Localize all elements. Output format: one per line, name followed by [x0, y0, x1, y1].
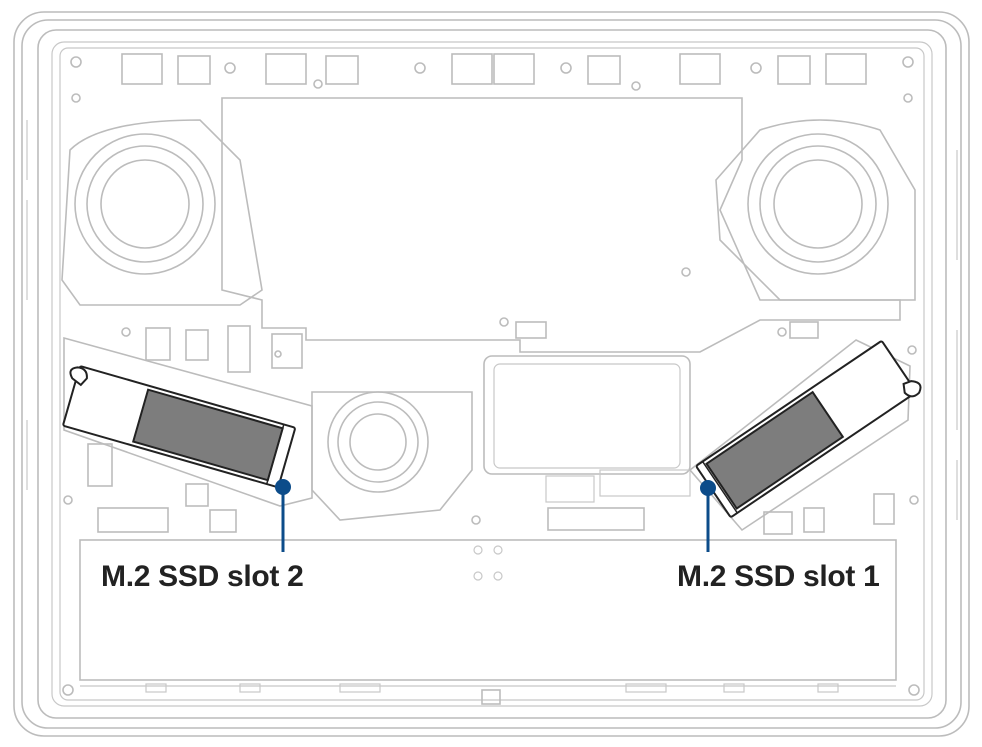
callout-slot-1	[700, 480, 716, 552]
callout-slot-2	[275, 479, 291, 552]
ssd-slot-2-label: M.2 SSD slot 2	[101, 560, 304, 593]
left-fan	[61, 119, 263, 306]
memory-module	[483, 355, 691, 503]
heatsink-plate	[221, 97, 901, 353]
left-components	[87, 321, 895, 535]
ssd-module-2	[62, 365, 296, 488]
ssd-module-1	[695, 340, 922, 518]
ssd-slot-1-label: M.2 SSD slot 1	[677, 560, 880, 593]
right-fan	[715, 119, 916, 301]
ssd-slot-2-tray	[63, 336, 313, 507]
chassis-outline	[13, 11, 970, 737]
screws	[62, 56, 920, 696]
top-clips	[121, 53, 867, 85]
center-fan	[311, 391, 473, 521]
bottom-bay	[79, 539, 897, 705]
ssd-slot-1-tray	[688, 339, 911, 532]
